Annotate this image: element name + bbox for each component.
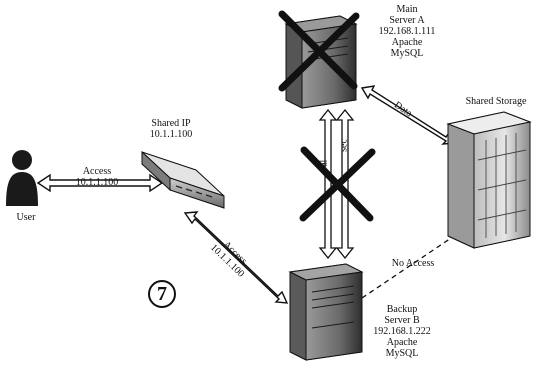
user-label: User xyxy=(8,212,44,223)
heartbeat-left-label: eal xyxy=(319,154,330,178)
server-a-label: Main Server A 192.168.1.111 Apache MySQL xyxy=(362,4,452,59)
shared-storage-label: Shared Storage xyxy=(454,96,538,107)
server-b-label: Backup Server B 192.168.1.222 Apache MyS… xyxy=(356,304,448,359)
user-icon xyxy=(6,150,38,206)
server-b-icon xyxy=(290,264,362,360)
heartbeat-failure-cross xyxy=(303,150,372,218)
no-access-label: No Access xyxy=(380,258,446,269)
heartbeat-right-label: sec xyxy=(339,134,350,158)
shared-storage-icon xyxy=(448,112,530,248)
shared-ip-label: Shared IP 10.1.1.100 xyxy=(136,118,206,140)
step-number-badge: 7 xyxy=(148,280,176,308)
user-switch-access-label: Access 10.1.1.100 xyxy=(62,166,132,188)
